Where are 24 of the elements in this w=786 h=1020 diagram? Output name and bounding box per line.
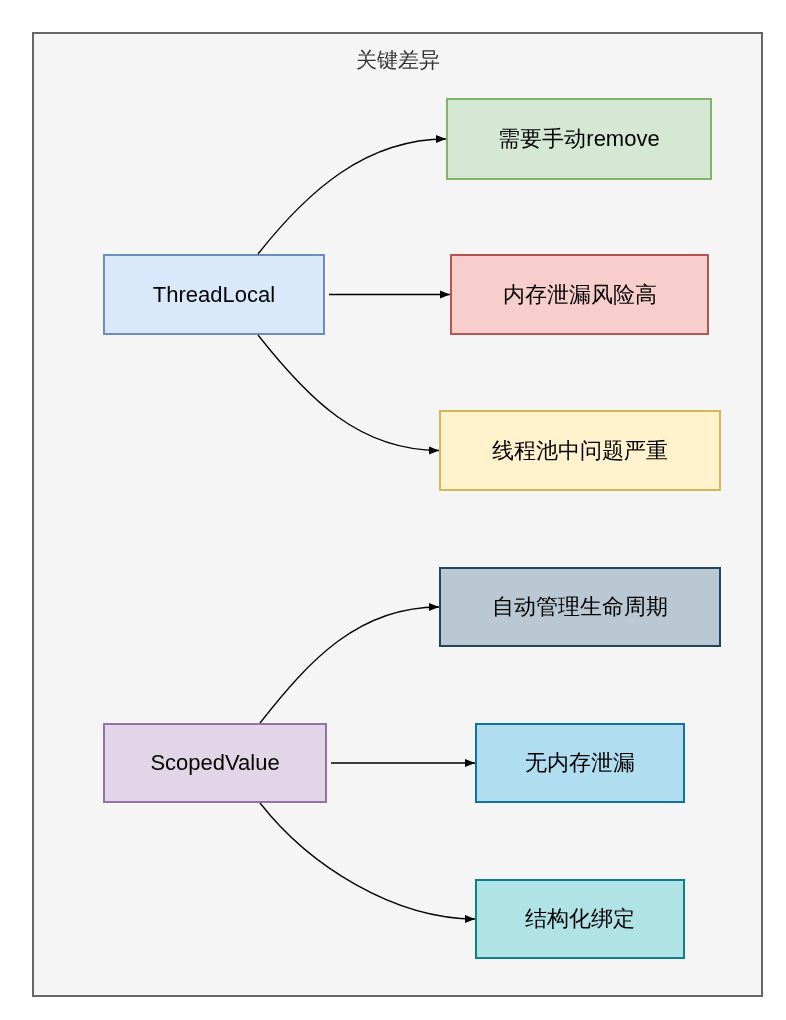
arrow (328, 290, 451, 299)
process-box (450, 254, 709, 335)
group-panel (32, 32, 763, 997)
box-label: 线程池中问题严重 (492, 436, 668, 465)
box-label: ScopedValue (150, 750, 280, 776)
arrow (259, 603, 440, 724)
box-label: 结构化绑定 (525, 905, 635, 933)
process-box (103, 723, 327, 803)
group-title: 关键差异 (355, 47, 440, 73)
process-box (103, 254, 325, 335)
process-box (475, 879, 685, 959)
arrow (330, 759, 476, 767)
box-label: 内存泄漏风险高 (502, 280, 657, 309)
process-box (475, 723, 685, 803)
process-box (439, 410, 721, 491)
box-label: 需要手动remove (498, 125, 660, 153)
box-label: ThreadLocal (152, 281, 276, 308)
arrow (259, 802, 476, 923)
arrow (257, 135, 447, 255)
process-box (439, 567, 721, 647)
box-label: 无内存泄漏 (525, 749, 635, 777)
box-label: 自动管理生命周期 (492, 593, 668, 621)
process-box (446, 98, 712, 180)
arrow (257, 334, 440, 454)
